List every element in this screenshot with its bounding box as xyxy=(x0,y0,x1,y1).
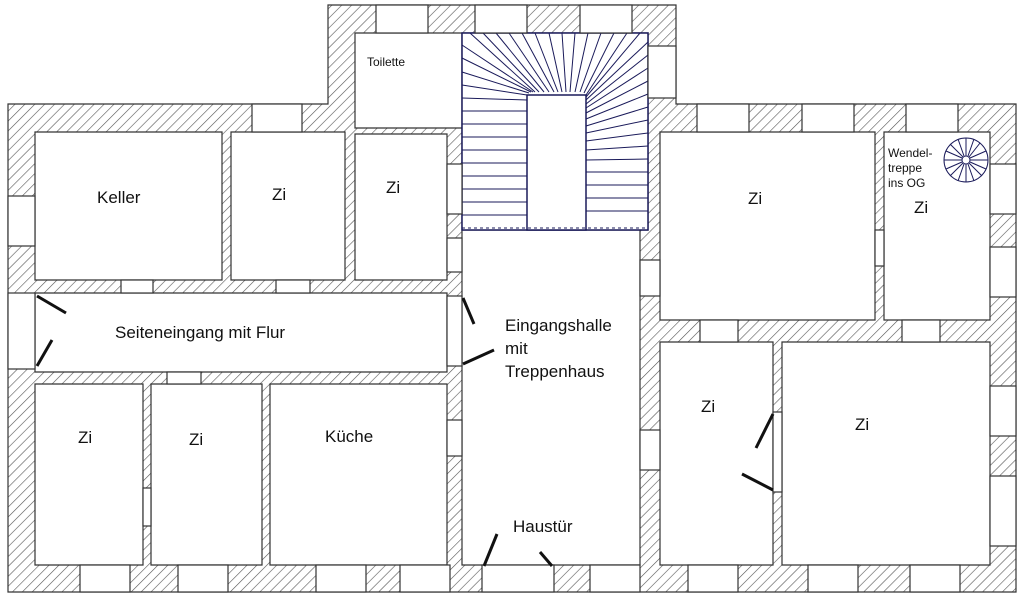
room-label-eingangshalle: Eingangshalle xyxy=(505,316,612,335)
window xyxy=(687,564,739,593)
doors xyxy=(120,163,941,527)
door xyxy=(699,319,739,343)
room-label-eingangshalle-mit: mit xyxy=(505,339,528,358)
spiral-staircase xyxy=(943,137,989,183)
window xyxy=(989,475,1017,547)
room-label-haustuer: Haustür xyxy=(513,517,573,536)
room-label-toilette: Toilette xyxy=(367,55,405,69)
room-label-zi: Zi xyxy=(189,430,203,449)
door xyxy=(166,371,202,385)
window xyxy=(375,4,429,34)
door xyxy=(901,319,941,343)
window xyxy=(481,564,555,593)
window xyxy=(579,4,633,34)
room-label-zi: Zi xyxy=(701,397,715,416)
window xyxy=(474,4,528,34)
door xyxy=(639,259,661,297)
room-label-wendeltreppe: treppe xyxy=(888,161,922,175)
window xyxy=(7,195,36,247)
room-label-wendeltreppe: ins OG xyxy=(888,176,925,190)
door-swings xyxy=(35,294,775,567)
window xyxy=(989,163,1017,215)
window xyxy=(589,564,641,593)
window xyxy=(647,45,677,99)
window xyxy=(905,103,959,133)
window xyxy=(696,103,750,133)
room-label-zi: Zi xyxy=(914,198,928,217)
door xyxy=(772,411,783,493)
window xyxy=(989,385,1017,437)
window xyxy=(251,103,303,133)
room-label-zi: Zi xyxy=(748,189,762,208)
room-label-zi: Zi xyxy=(855,415,869,434)
window xyxy=(801,103,855,133)
window xyxy=(177,564,229,593)
room-label-kueche: Küche xyxy=(325,427,373,446)
window xyxy=(399,564,451,593)
staircase xyxy=(461,32,649,231)
window xyxy=(315,564,367,593)
room-label-seiteneingang: Seiteneingang mit Flur xyxy=(115,323,285,342)
window xyxy=(7,292,36,370)
window xyxy=(909,564,961,593)
door xyxy=(120,279,154,294)
door xyxy=(142,487,152,527)
window xyxy=(79,564,131,593)
door xyxy=(874,229,885,267)
door xyxy=(446,419,463,457)
door xyxy=(446,295,463,367)
room-label-zi: Zi xyxy=(78,428,92,447)
room-label-zi: Zi xyxy=(386,178,400,197)
room-label-keller: Keller xyxy=(97,188,141,207)
window xyxy=(807,564,859,593)
door xyxy=(446,237,463,273)
windows xyxy=(7,4,1017,593)
room-label-treppenhaus: Treppenhaus xyxy=(505,362,605,381)
room-label-zi: Zi xyxy=(272,185,286,204)
door xyxy=(446,163,463,215)
window xyxy=(989,246,1017,298)
door xyxy=(639,429,661,471)
room-label-wendeltreppe: Wendel- xyxy=(888,146,932,160)
door xyxy=(275,279,311,294)
